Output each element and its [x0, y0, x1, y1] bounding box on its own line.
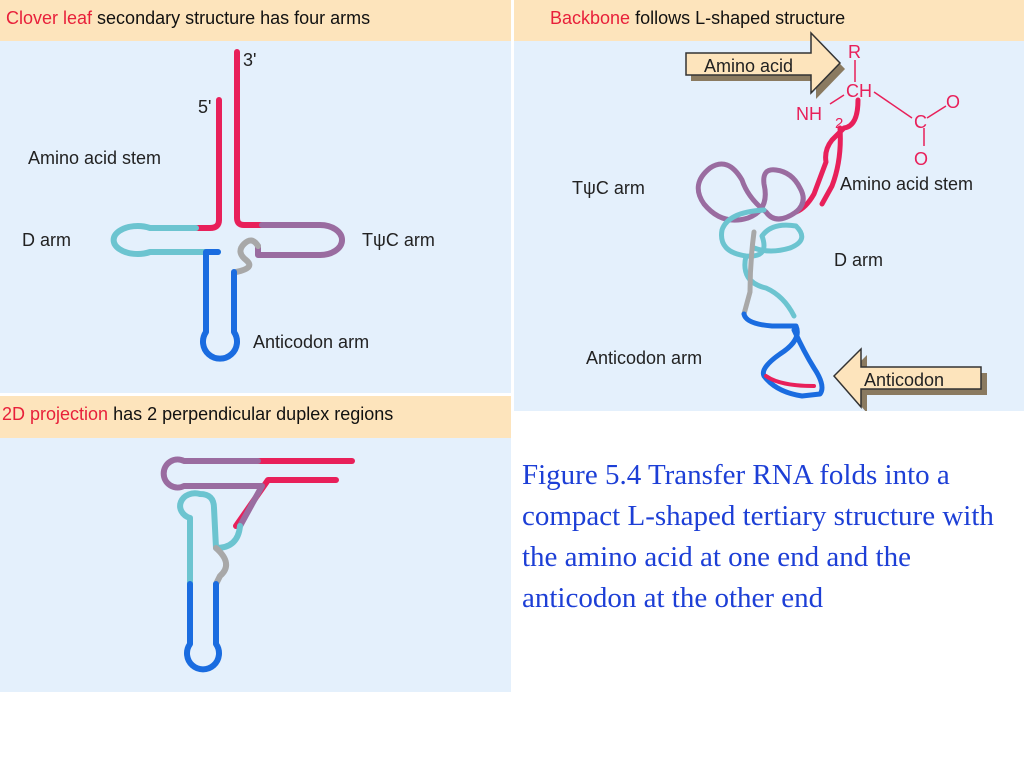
anticodon-triplet [764, 374, 816, 388]
d-arm-loop [110, 223, 221, 257]
backbone-acceptor [793, 97, 861, 215]
projection-title-highlight: 2D projection [2, 404, 109, 424]
anticodon-arm-loop [200, 249, 240, 362]
projection-tpsic [160, 456, 265, 529]
acceptor-strand-5prime [193, 97, 222, 231]
cloverleaf-panel-title: Clover leaf secondary structure has four… [0, 0, 511, 41]
backbone-title-rest: follows L-shaped structure [630, 8, 846, 28]
anticodon-arm-label-3d: Anticodon arm [586, 348, 702, 368]
backbone-d-arm [719, 207, 805, 319]
projection-title-rest: has 2 perpendicular duplex regions [108, 404, 394, 424]
cloverleaf-diagram: 3' 5' Amino acid stem D arm TψC arm Anti… [22, 49, 435, 362]
backbone-title-highlight: Backbone [550, 8, 631, 28]
amino-acid-stem-label: Amino acid stem [28, 148, 161, 168]
oxygen-bottom-label: O [914, 149, 928, 169]
tpsic-arm-label-3d: TψC arm [572, 178, 645, 198]
projection-d-arm [177, 490, 243, 587]
variable-loop [233, 237, 261, 275]
cloverleaf-panel: Clover leaf secondary structure has four… [0, 0, 511, 393]
amino-acid-stem-label-3d: Amino acid stem [840, 174, 973, 194]
projection-variable [213, 545, 229, 587]
backbone-panel: Backbone follows L-shaped structure Amin… [514, 0, 1024, 411]
backbone-variable [741, 229, 757, 317]
figure-caption: Figure 5.4 Transfer RNA folds into a com… [522, 459, 994, 614]
d-arm-label: D arm [22, 230, 71, 250]
r-group-label: R [848, 42, 861, 62]
acceptor-strand-3prime [234, 49, 265, 228]
cloverleaf-title-rest: secondary structure has four arms [92, 8, 371, 28]
ch-label: CH [846, 81, 872, 101]
d-arm-label-3d: D arm [834, 250, 883, 270]
cloverleaf-title-highlight: Clover leaf [6, 8, 93, 28]
projection-panel: 2D projection has 2 perpendicular duplex… [0, 396, 511, 692]
tpsic-arm-label: TψC arm [362, 230, 435, 250]
projection-anticodon [184, 581, 222, 673]
three-prime-label: 3' [243, 50, 256, 70]
tpsic-arm-loop [255, 222, 345, 258]
projection-diagram [160, 456, 355, 673]
carbon-label: C [914, 112, 927, 132]
backbone-diagram: Amino acid R CH NH 2 C O O [572, 31, 987, 411]
amino-acid-structure [829, 60, 947, 146]
amino-acid-arrow: Amino acid [685, 31, 845, 99]
anticodon-box-label: Anticodon [864, 370, 944, 390]
backbone-panel-title: Backbone follows L-shaped structure [514, 0, 1024, 41]
nh2-subscript: 2 [835, 115, 843, 132]
backbone-tpsic [695, 161, 806, 223]
oxygen-top-label: O [946, 92, 960, 112]
projection-panel-title: 2D projection has 2 perpendicular duplex… [0, 396, 511, 438]
anticodon-arrow: Anticodon [832, 347, 987, 411]
five-prime-label: 5' [198, 97, 211, 117]
anticodon-arm-label: Anticodon arm [253, 332, 369, 352]
amino-acid-box-label: Amino acid [704, 56, 793, 76]
nh2-label: NH [796, 104, 822, 124]
